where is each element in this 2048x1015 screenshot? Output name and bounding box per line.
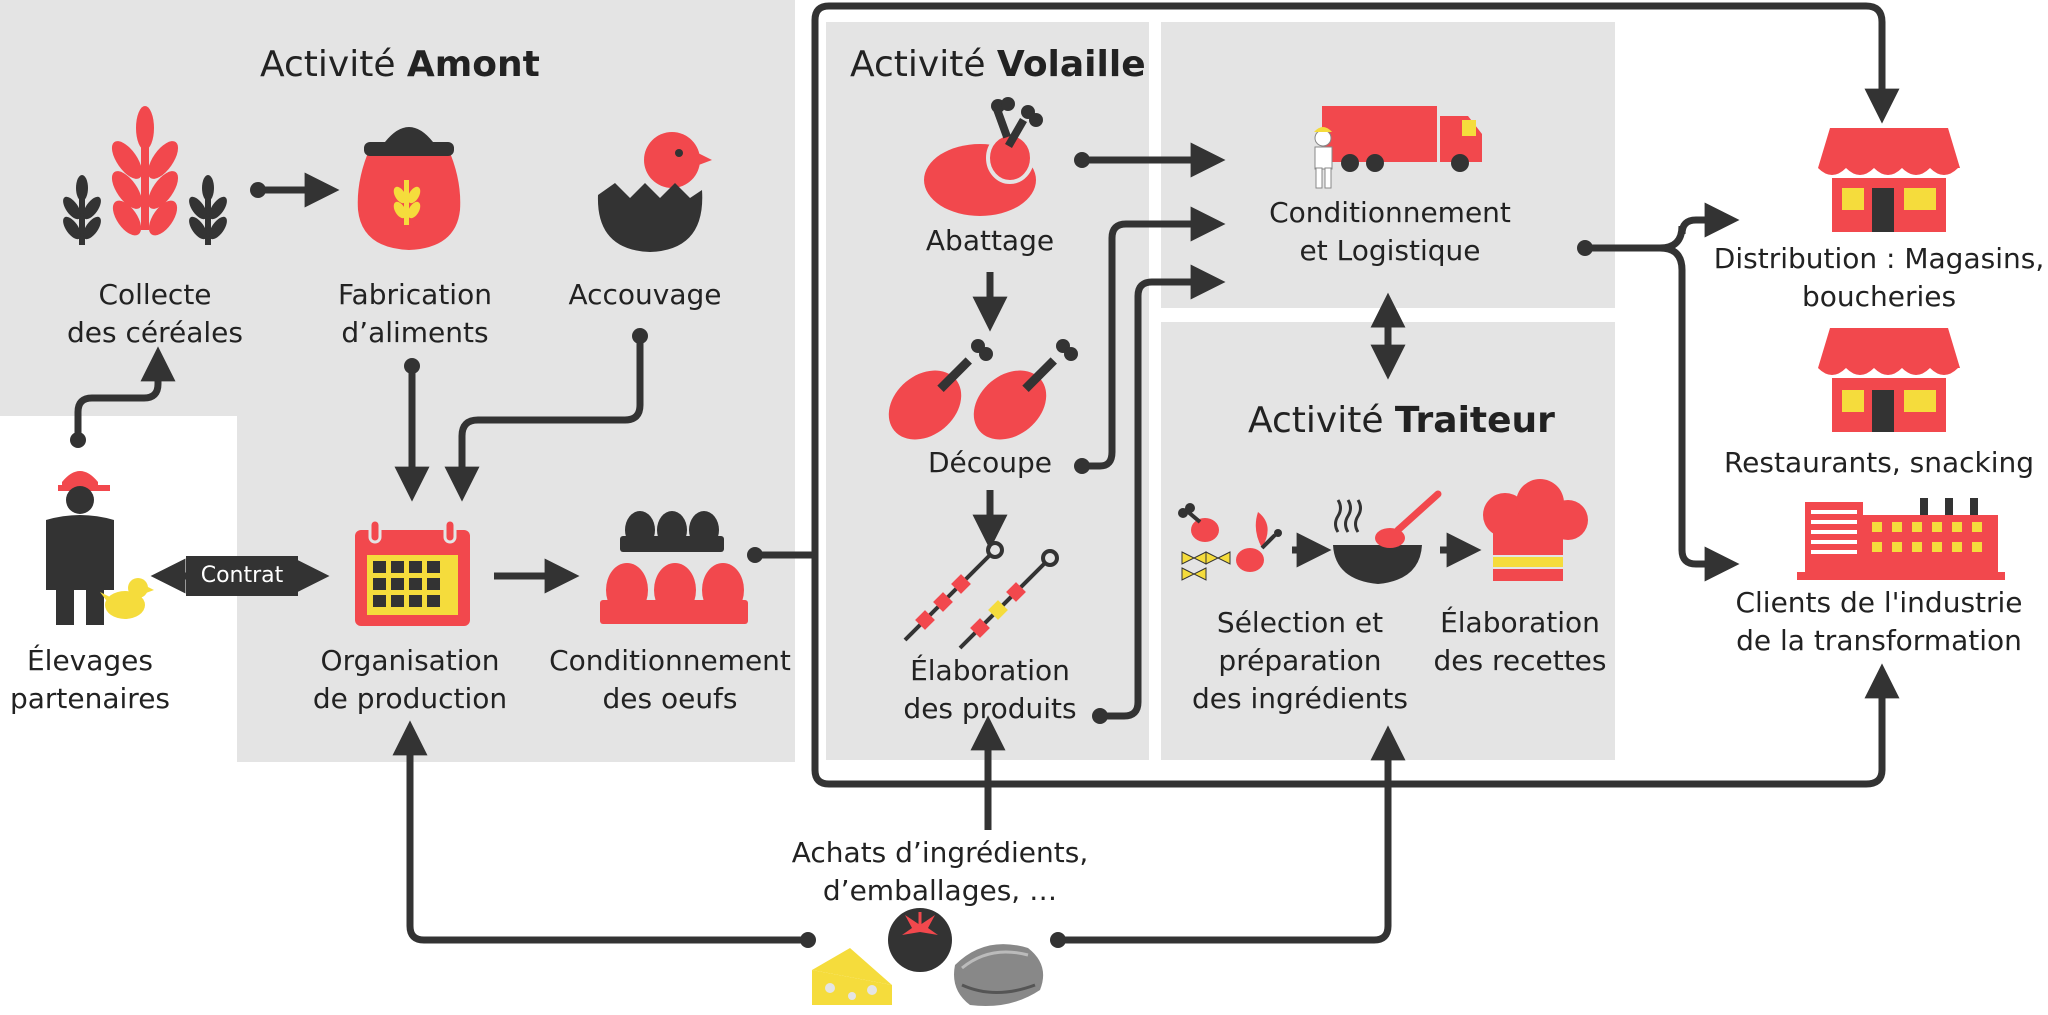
title-traiteur: Activité Traiteur (1248, 400, 1555, 441)
calendar-icon (355, 518, 470, 626)
label-achats: Achats d’ingrédients, d’emballages, … (791, 836, 1089, 907)
label-restaurants: Restaurants, snacking (1723, 446, 2035, 479)
label-selection: Sélection et préparation des ingrédients (1191, 606, 1408, 715)
shop-icon (1818, 128, 1960, 232)
drumstick-icon (888, 339, 1078, 440)
chef-hat-icon (1483, 479, 1588, 581)
label-clients: Clients de l'industrie de la transformat… (1735, 586, 2023, 657)
panel-amont-bottom (237, 410, 795, 762)
volaille-traiteur-loop (747, 2, 1900, 788)
label-accouvage: Accouvage (568, 278, 722, 311)
label-distribution: Distribution : Magasins, boucheries (1713, 242, 2045, 313)
label-elaboration-recettes: Élaboration des recettes (1433, 606, 1607, 677)
label-conditionnement-oeufs: Conditionnement des oeufs (549, 644, 791, 715)
cheese-icon (812, 948, 892, 1005)
hatching-chick-icon (597, 132, 712, 252)
label-fabrication: Fabrication d’aliments (338, 278, 492, 349)
connectors (74, 142, 1740, 944)
label-collecte: Collecte des céréales (67, 278, 243, 349)
label-abattage: Abattage (925, 224, 1055, 257)
tomato-icon (888, 908, 952, 972)
label-elaboration-produits: Élaboration des produits (903, 654, 1077, 725)
factory-icon (1797, 498, 2005, 580)
label-organisation: Organisation de production (312, 644, 508, 715)
delivery-truck-icon (1314, 106, 1482, 189)
farmer-icon (46, 471, 114, 625)
label-conditionnement-logistique: Conditionnement et Logistique (1269, 196, 1511, 267)
packaging-icon (954, 944, 1044, 1006)
connector-dots (70, 152, 1593, 948)
contrat-label: Contrat (186, 556, 298, 596)
label-elevages: Élevages partenaires (9, 644, 171, 715)
shop-icon (1818, 328, 1960, 432)
chick-icon (100, 578, 154, 619)
wheat-icon (63, 106, 227, 245)
soup-bowl-icon (1333, 490, 1442, 584)
skewer-icon (903, 541, 1059, 650)
roast-chicken-icon (924, 97, 1043, 216)
panel-logistique (1161, 22, 1615, 308)
egg-tray-icon (600, 511, 748, 624)
ingredients-icon (1178, 503, 1282, 581)
title-volaille: Activité Volaille (850, 44, 1146, 85)
label-decoupe: Découpe (927, 446, 1053, 479)
feed-sack-icon (357, 127, 461, 250)
title-amont: Activité Amont (260, 44, 540, 85)
